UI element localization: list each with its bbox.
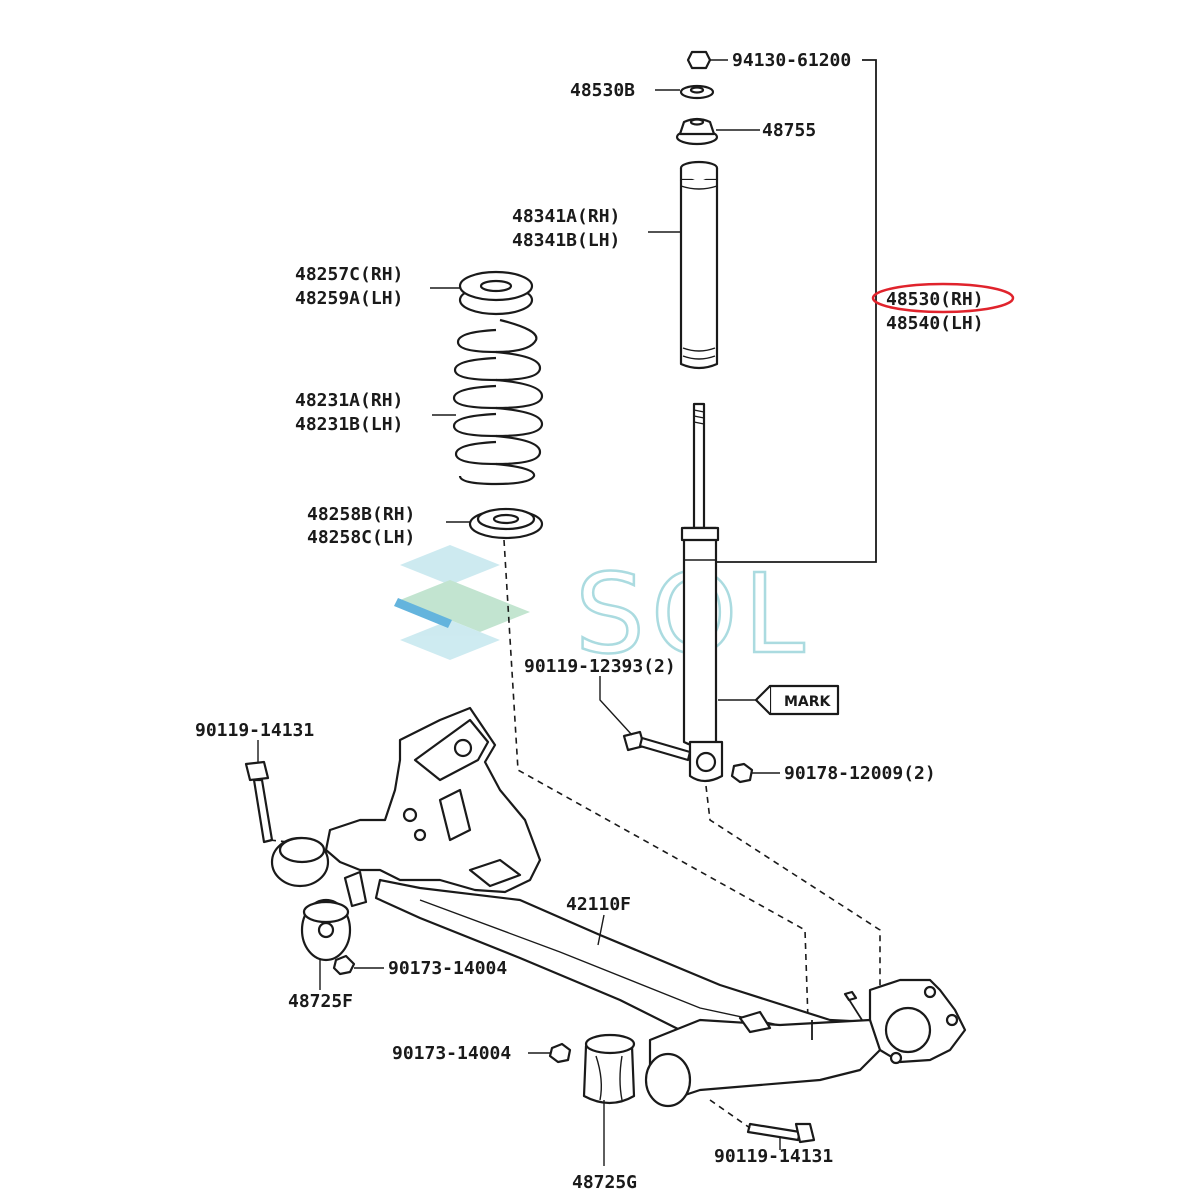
- cushion-part: [675, 117, 719, 146]
- nut-left-mid-part: [332, 954, 356, 976]
- label-beam: 42110F: [566, 894, 631, 915]
- lower-seat-part: [468, 507, 544, 540]
- label-shock-lh: 48540(LH): [886, 313, 984, 334]
- highlight-oval: [871, 282, 1015, 314]
- upper-seat-part: [458, 270, 534, 316]
- label-nut-top: 94130-61200: [732, 50, 851, 71]
- bolt-shock-part: [622, 730, 692, 762]
- watermark-logo-icon: [394, 545, 530, 660]
- label-spring-lh: 48231B(LH): [295, 414, 403, 435]
- label-mark: MARK: [784, 694, 832, 710]
- label-cushion: 48755: [762, 120, 816, 141]
- label-bolt-bottom: 90119-14131: [714, 1146, 833, 1167]
- label-lower-seat-rh: 48258B(RH): [307, 504, 415, 525]
- label-nut-left-mid: 90173-14004: [388, 958, 507, 979]
- washer-top-part: [679, 84, 715, 100]
- nut-left-low-part: [548, 1042, 572, 1064]
- nut-shock-part: [730, 762, 754, 784]
- coil-spring-part: [452, 318, 544, 486]
- label-upper-seat-lh: 48259A(LH): [295, 288, 403, 309]
- bush-left-part: [300, 898, 352, 962]
- bolt-left-part: [244, 760, 274, 844]
- bush-right-part: [582, 1033, 636, 1105]
- label-washer-top: 48530B: [570, 80, 635, 101]
- label-bush-left: 48725F: [288, 991, 353, 1012]
- label-bolt-left: 90119-14131: [195, 720, 314, 741]
- label-bush-right: 48725G: [572, 1172, 637, 1193]
- label-nut-shock: 90178-12009(2): [784, 763, 936, 784]
- label-boot-rh: 48341A(RH): [512, 206, 620, 227]
- shock-absorber-part: [680, 402, 724, 783]
- label-nut-left-low: 90173-14004: [392, 1043, 511, 1064]
- nut-top-part: [686, 50, 712, 70]
- label-shock-rh: 48530(RH): [886, 289, 984, 310]
- label-lower-seat-lh: 48258C(LH): [307, 527, 415, 548]
- label-bolt-shock: 90119-12393(2): [524, 656, 676, 677]
- axle-beam-part: [270, 706, 967, 1108]
- bolt-bottom-part: [746, 1122, 816, 1144]
- label-boot-lh: 48341B(LH): [512, 230, 620, 251]
- label-upper-seat-rh: 48257C(RH): [295, 264, 403, 285]
- boot-part: [679, 160, 719, 370]
- label-spring-rh: 48231A(RH): [295, 390, 403, 411]
